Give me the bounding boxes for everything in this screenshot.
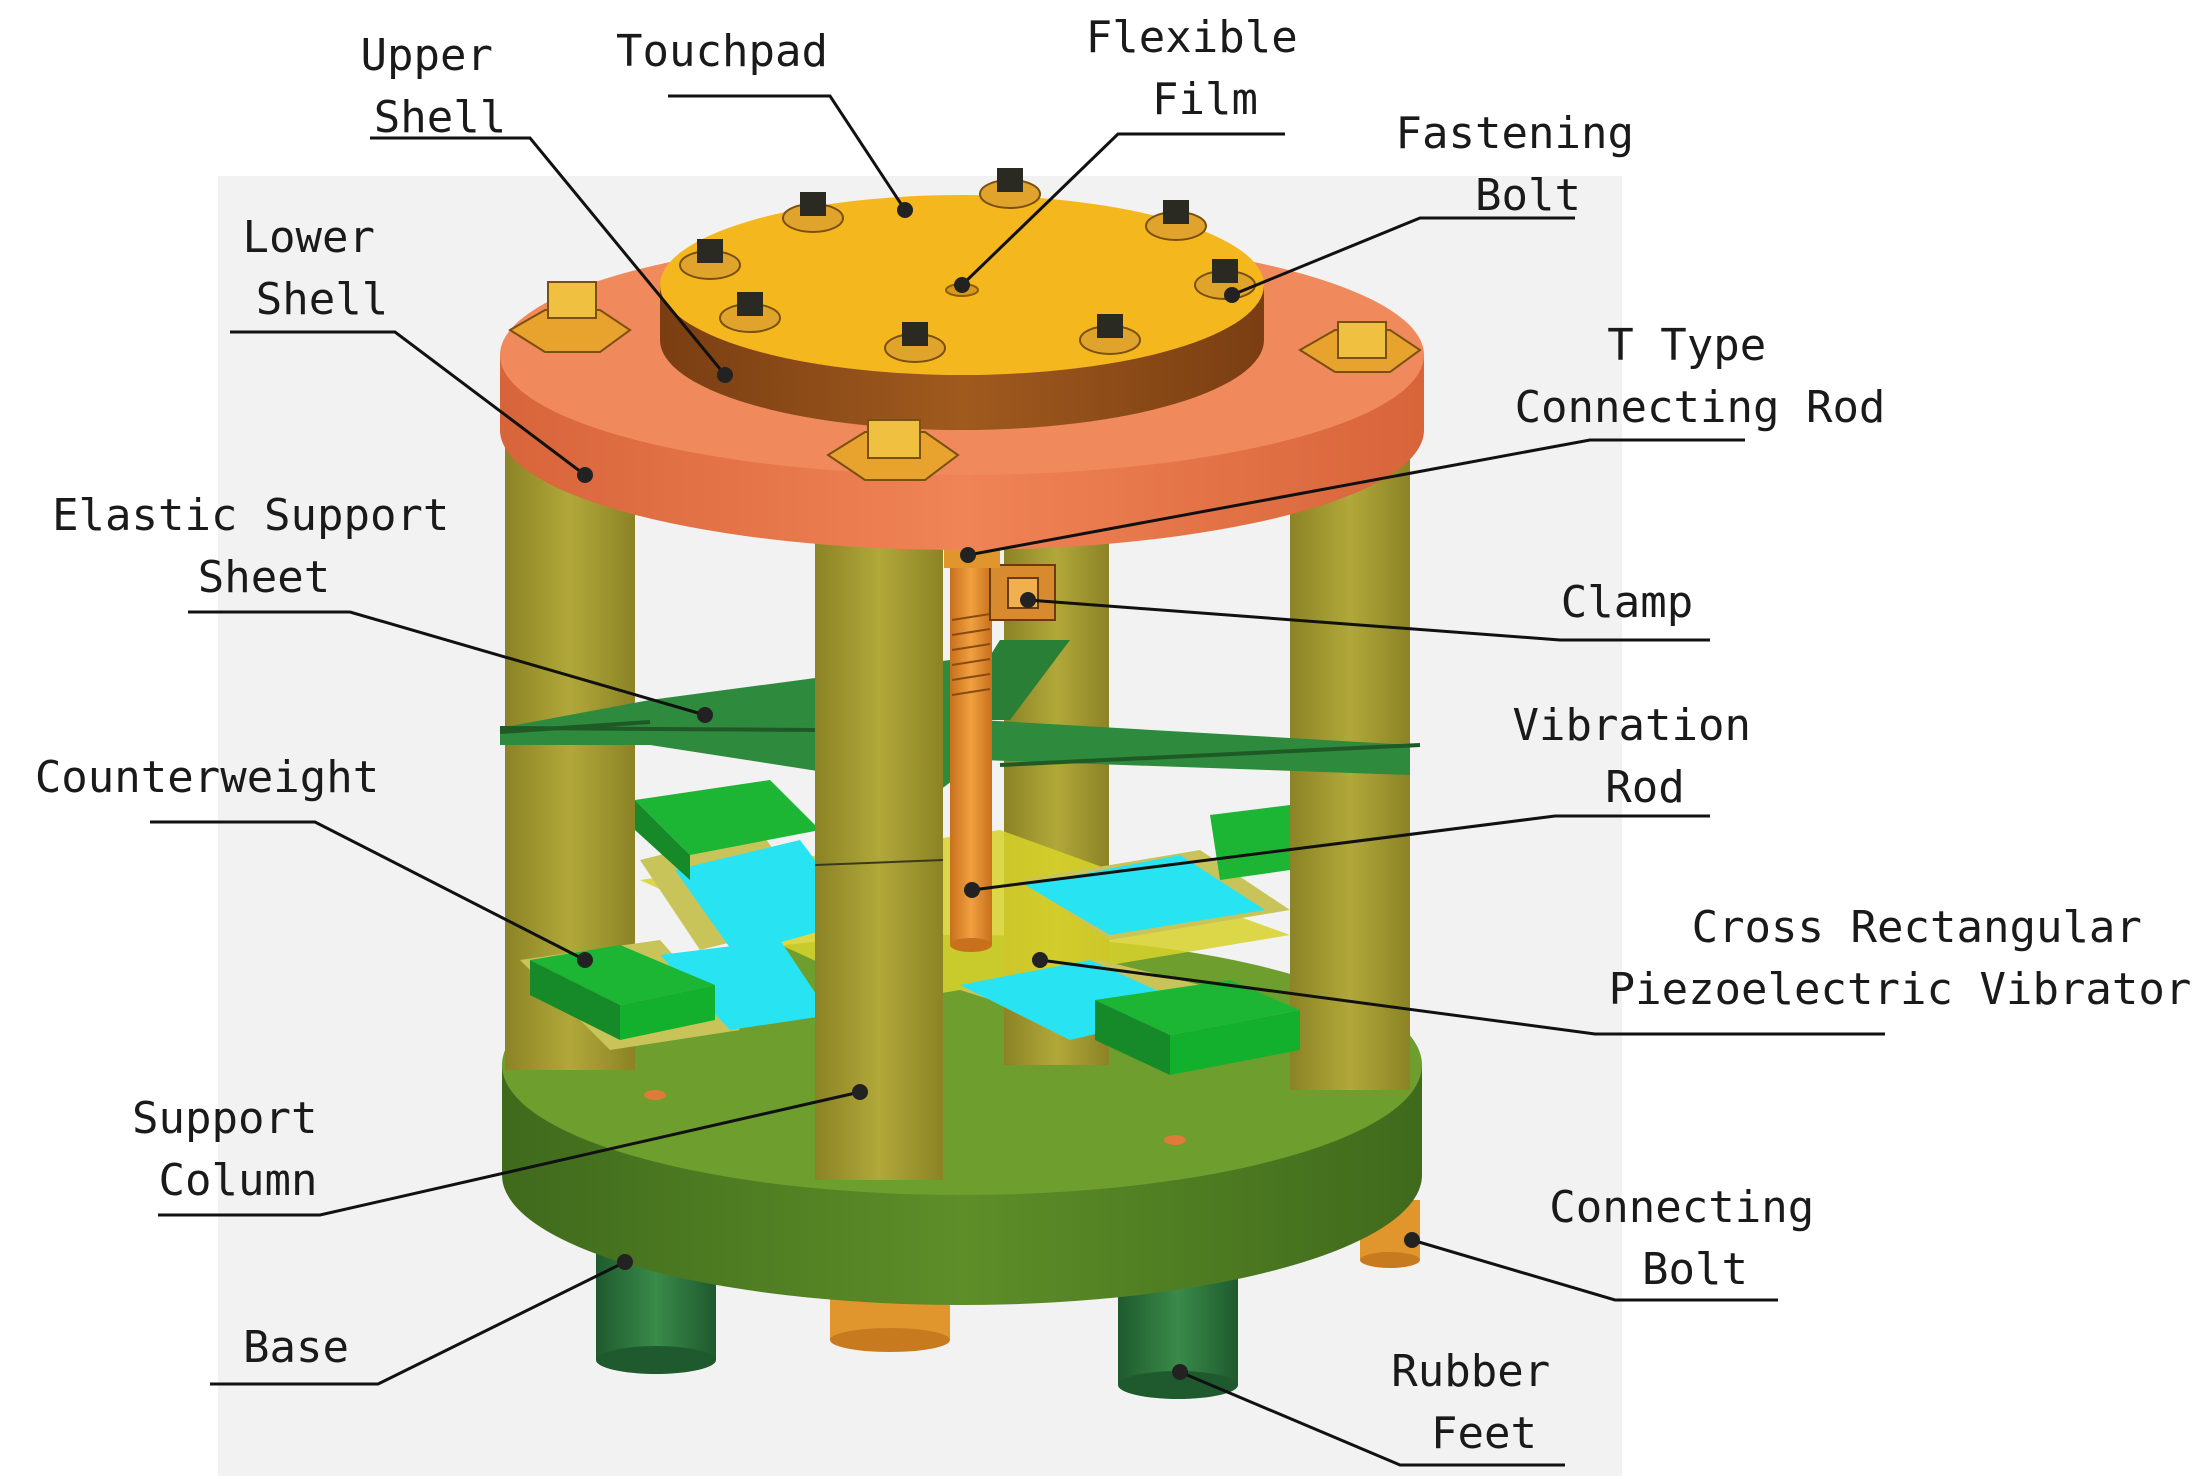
label-cross-rectangular-piezoelectric-vibrator: Cross Rectangular Piezoelectric Vibrator [1609, 902, 2192, 1015]
label-t-type-connecting-rod: T Type Connecting Rod [1515, 320, 1886, 433]
label-vibration-rod: Vibration Rod [1513, 700, 1778, 813]
label-lower-shell: Lower Shell [243, 212, 402, 325]
label-clamp: Clamp [1561, 577, 1693, 628]
label-elastic-support-sheet: Elastic Support Sheet [52, 490, 476, 603]
label-base: Base [243, 1322, 349, 1373]
label-upper-shell: Upper Shell [361, 30, 520, 143]
label-rubber-feet: Rubber Feet [1391, 1346, 1576, 1459]
front-columns [499, 500, 944, 1180]
label-counterweight: Counterweight [35, 752, 379, 803]
fastening-bolts [508, 168, 1422, 481]
leader-lines [150, 94, 1885, 1467]
label-support-column: Support Column [132, 1093, 344, 1206]
label-fastening-bolt: Fastening Bolt [1396, 108, 1661, 221]
label-flexible-film: Flexible Film [1086, 12, 1324, 125]
label-connecting-bolt: Connecting Bolt [1549, 1182, 1840, 1295]
label-touchpad: Touchpad [616, 26, 828, 77]
